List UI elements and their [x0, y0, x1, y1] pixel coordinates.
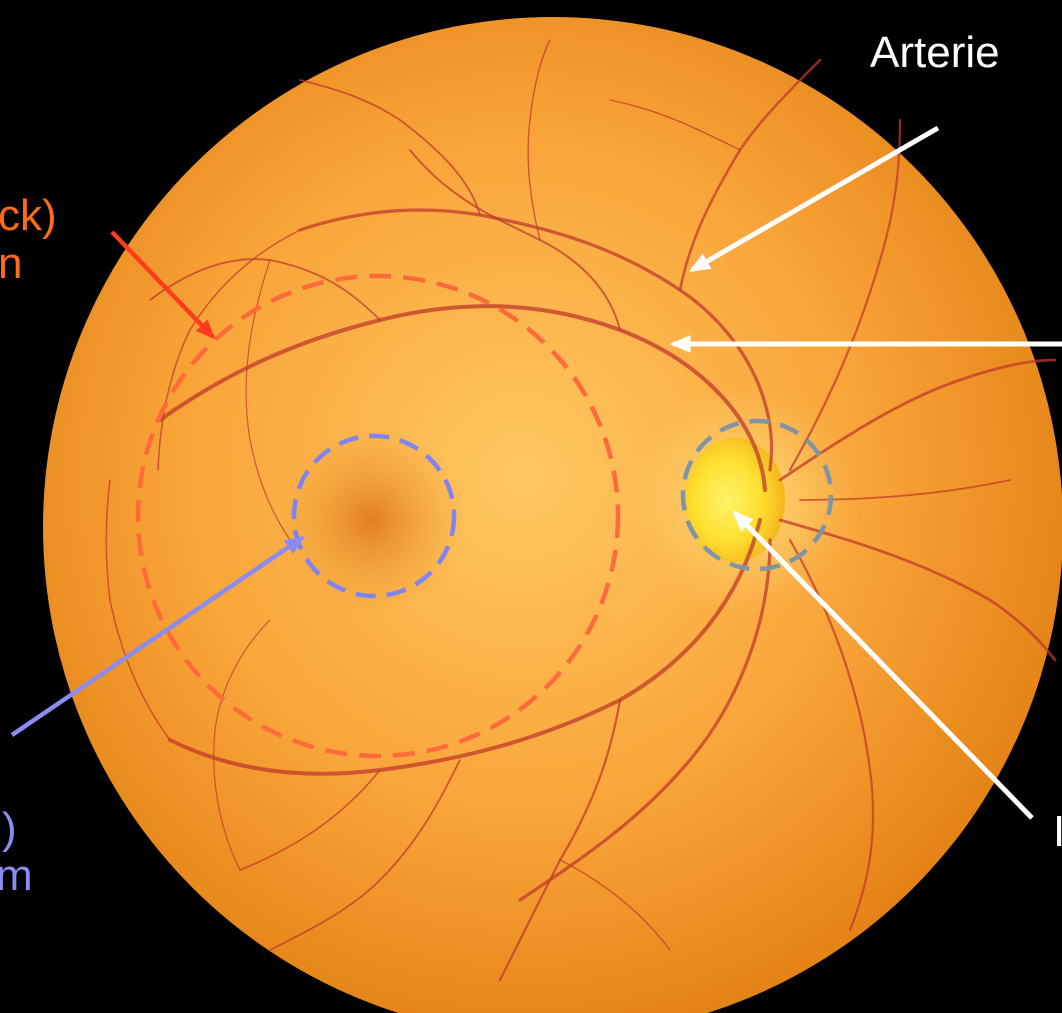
macula-label-line1: ck)	[0, 190, 57, 242]
fundus-background	[43, 17, 1062, 1013]
arterie-label: Arterie	[870, 27, 1000, 79]
fovea-label-line1: )	[2, 803, 17, 855]
macula-label-line2: n	[0, 238, 22, 290]
fovea-label-line2: m	[0, 850, 33, 902]
macula-shading	[277, 425, 467, 615]
papille-label-fragment: I	[1053, 806, 1062, 858]
